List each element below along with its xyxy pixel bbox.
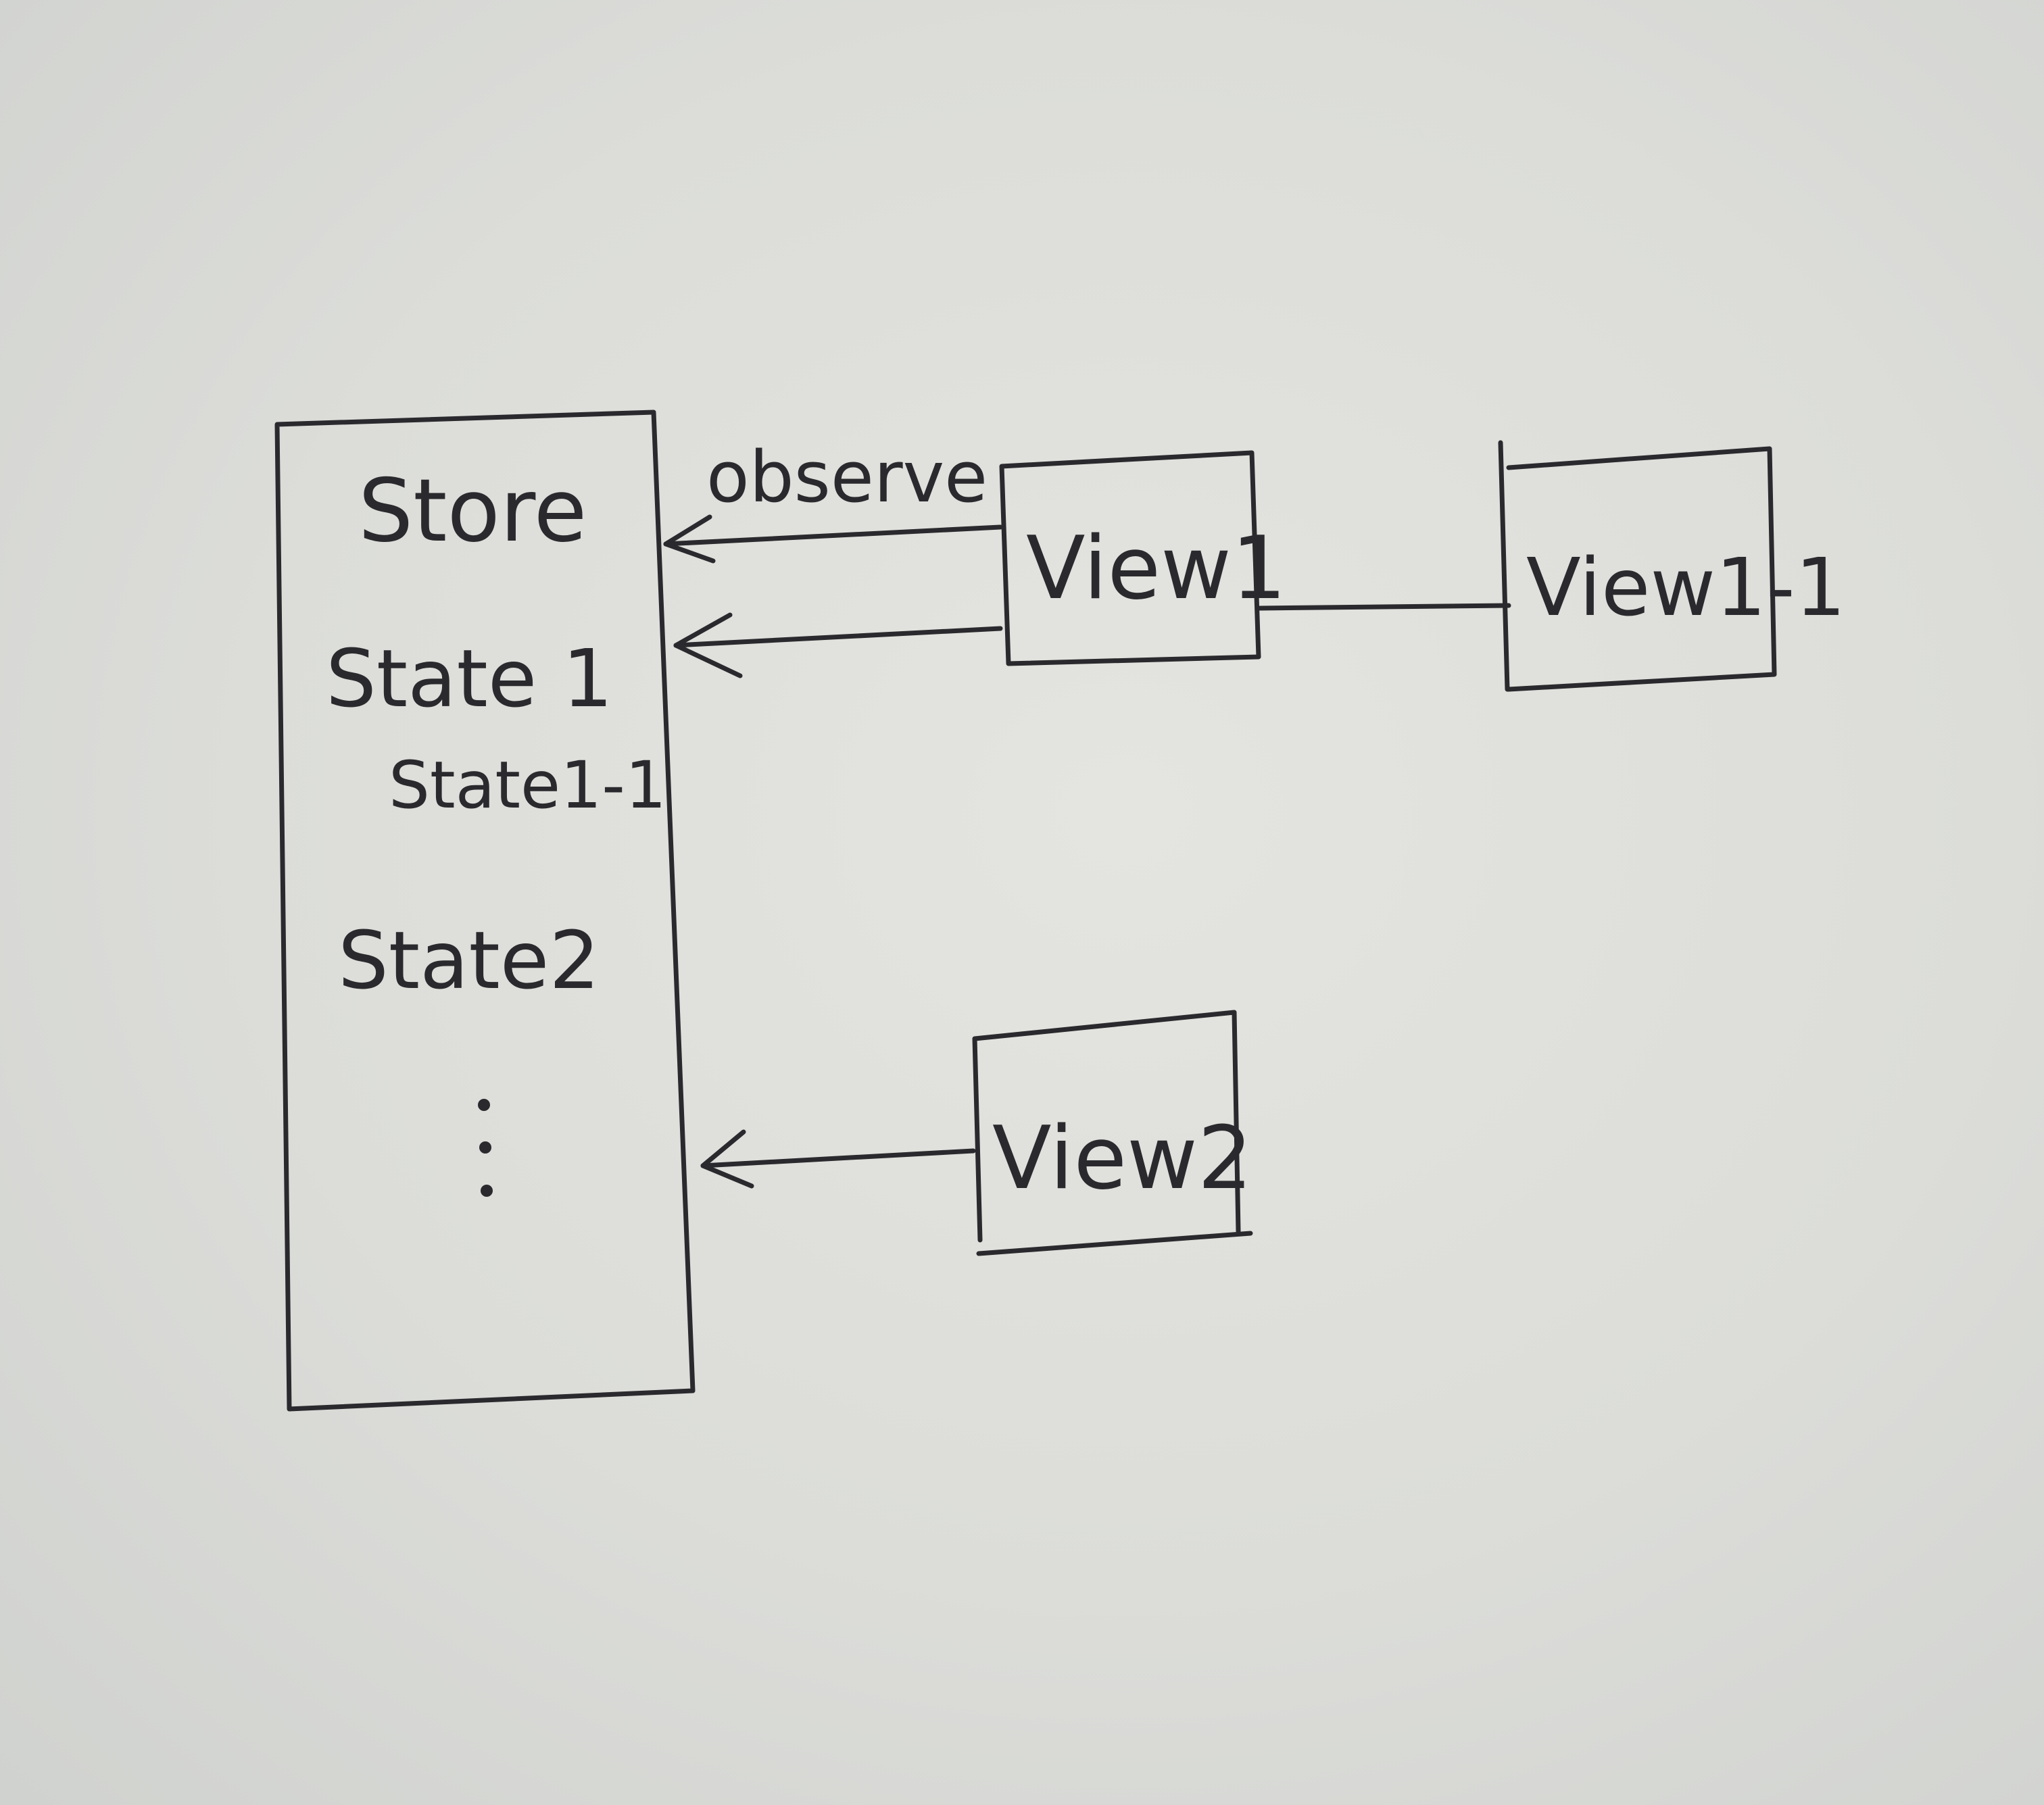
observe-arrow-1 [663,514,1003,564]
view2-node: View2 [972,1010,1253,1256]
view1-1-box [1498,440,1777,692]
store-node: Store State 1 State1-1 State2 [274,410,696,1412]
view1-to-view1-1-connector [1257,603,1511,611]
view1-node: View1 [999,450,1286,666]
view2-box [972,1010,1253,1256]
view1-1-node: View1-1 [1498,440,1846,692]
state-1-1-label: State1-1 [389,747,666,823]
store-title: Store [358,461,587,562]
view1-label: View1 [1026,518,1286,619]
view1-1-label: View1-1 [1526,541,1846,634]
observe-label: observe [706,436,988,518]
view2-label: View2 [992,1108,1252,1209]
state-1-label: State 1 [326,632,613,725]
view1-box [999,450,1261,666]
ellipsis-marker [478,1099,493,1197]
observe-arrow-3 [700,1129,976,1189]
state-2-label: State2 [338,914,600,1007]
observe-arrow-2 [673,612,1003,678]
store-box [274,410,696,1412]
